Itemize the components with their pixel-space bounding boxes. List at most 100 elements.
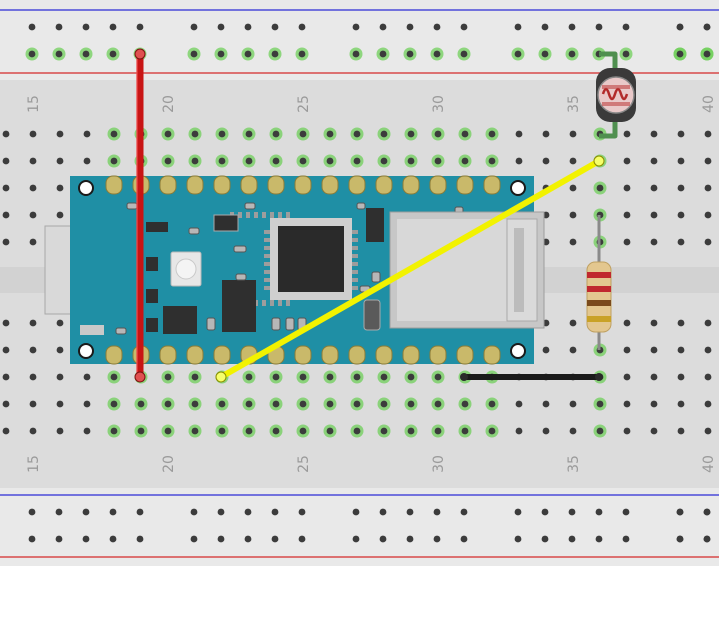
hole[interactable] xyxy=(110,400,118,408)
hole[interactable] xyxy=(272,373,280,381)
hole[interactable] xyxy=(109,50,117,58)
hole[interactable] xyxy=(110,157,118,165)
hole[interactable] xyxy=(623,211,631,219)
hole[interactable] xyxy=(623,373,631,381)
hole[interactable] xyxy=(514,23,522,31)
hole[interactable] xyxy=(542,130,550,138)
hole[interactable] xyxy=(569,211,577,219)
hole[interactable] xyxy=(542,157,550,165)
hole[interactable] xyxy=(704,238,712,246)
hole[interactable] xyxy=(164,373,172,381)
hole[interactable] xyxy=(433,50,441,58)
hole[interactable] xyxy=(2,373,10,381)
hole[interactable] xyxy=(272,157,280,165)
hole[interactable] xyxy=(2,211,10,219)
hole[interactable] xyxy=(218,400,226,408)
hole[interactable] xyxy=(28,508,36,516)
hole[interactable] xyxy=(110,373,118,381)
hole[interactable] xyxy=(298,508,306,516)
hole[interactable] xyxy=(2,130,10,138)
hole[interactable] xyxy=(623,319,631,327)
hole[interactable] xyxy=(541,535,549,543)
hole[interactable] xyxy=(596,427,604,435)
hole[interactable] xyxy=(353,400,361,408)
hole[interactable] xyxy=(434,130,442,138)
hole[interactable] xyxy=(271,50,279,58)
hole[interactable] xyxy=(245,400,253,408)
hole[interactable] xyxy=(29,319,37,327)
hole[interactable] xyxy=(136,508,144,516)
hole[interactable] xyxy=(542,427,550,435)
hole[interactable] xyxy=(2,427,10,435)
hole[interactable] xyxy=(380,373,388,381)
hole[interactable] xyxy=(407,427,415,435)
hole[interactable] xyxy=(623,427,631,435)
hole[interactable] xyxy=(676,508,684,516)
hole[interactable] xyxy=(434,427,442,435)
hole[interactable] xyxy=(191,427,199,435)
hole[interactable] xyxy=(272,400,280,408)
hole[interactable] xyxy=(217,50,225,58)
hole[interactable] xyxy=(2,157,10,165)
hole[interactable] xyxy=(326,400,334,408)
hole[interactable] xyxy=(704,427,712,435)
hole[interactable] xyxy=(541,23,549,31)
hole[interactable] xyxy=(245,157,253,165)
hole[interactable] xyxy=(299,130,307,138)
hole[interactable] xyxy=(244,23,252,31)
hole[interactable] xyxy=(569,184,577,192)
hole[interactable] xyxy=(55,23,63,31)
hole[interactable] xyxy=(676,23,684,31)
hole[interactable] xyxy=(595,508,603,516)
hole[interactable] xyxy=(29,157,37,165)
hole[interactable] xyxy=(515,157,523,165)
hole[interactable] xyxy=(407,400,415,408)
hole[interactable] xyxy=(434,373,442,381)
hole[interactable] xyxy=(137,427,145,435)
hole[interactable] xyxy=(704,319,712,327)
hole[interactable] xyxy=(433,23,441,31)
hole[interactable] xyxy=(298,50,306,58)
hole[interactable] xyxy=(110,130,118,138)
hole[interactable] xyxy=(326,130,334,138)
hole[interactable] xyxy=(218,427,226,435)
hole[interactable] xyxy=(703,23,711,31)
hole[interactable] xyxy=(353,427,361,435)
hole[interactable] xyxy=(703,508,711,516)
hole[interactable] xyxy=(488,427,496,435)
hole[interactable] xyxy=(244,535,252,543)
hole[interactable] xyxy=(271,535,279,543)
hole[interactable] xyxy=(650,319,658,327)
hole[interactable] xyxy=(299,157,307,165)
hole[interactable] xyxy=(56,373,64,381)
hole[interactable] xyxy=(190,50,198,58)
hole[interactable] xyxy=(569,238,577,246)
hole[interactable] xyxy=(136,535,144,543)
hole[interactable] xyxy=(460,23,468,31)
hole[interactable] xyxy=(514,508,522,516)
hole[interactable] xyxy=(83,373,91,381)
hole[interactable] xyxy=(677,130,685,138)
hole[interactable] xyxy=(2,238,10,246)
hole[interactable] xyxy=(704,373,712,381)
hole[interactable] xyxy=(245,427,253,435)
hole[interactable] xyxy=(650,238,658,246)
hole[interactable] xyxy=(56,130,64,138)
hole[interactable] xyxy=(623,184,631,192)
hole[interactable] xyxy=(217,535,225,543)
hole[interactable] xyxy=(191,400,199,408)
hole[interactable] xyxy=(82,508,90,516)
hole[interactable] xyxy=(271,23,279,31)
hole[interactable] xyxy=(299,373,307,381)
hole[interactable] xyxy=(299,400,307,408)
hole[interactable] xyxy=(29,427,37,435)
hole[interactable] xyxy=(650,157,658,165)
hole[interactable] xyxy=(515,130,523,138)
hole[interactable] xyxy=(352,508,360,516)
hole[interactable] xyxy=(596,400,604,408)
hole[interactable] xyxy=(676,535,684,543)
hole[interactable] xyxy=(82,23,90,31)
hole[interactable] xyxy=(677,400,685,408)
hole[interactable] xyxy=(676,50,684,58)
hole[interactable] xyxy=(83,400,91,408)
